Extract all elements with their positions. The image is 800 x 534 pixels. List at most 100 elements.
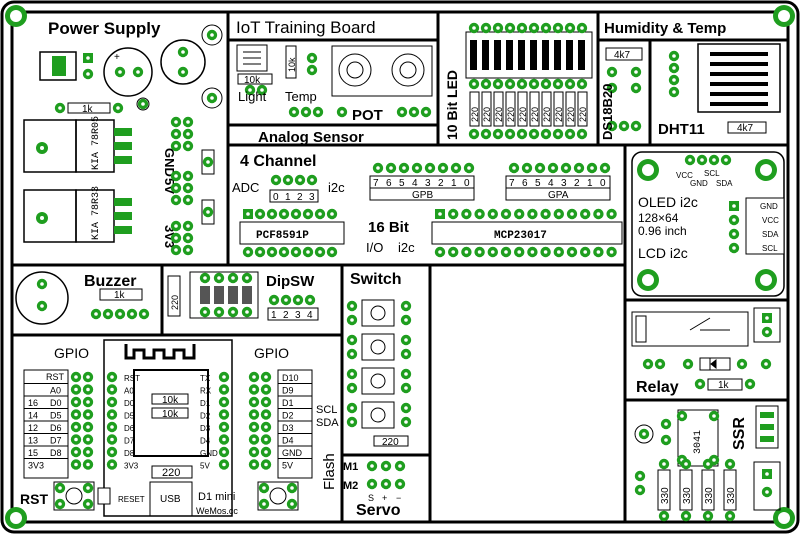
oled-line2: 128×64 (638, 211, 679, 225)
pad (248, 434, 260, 445)
pad (398, 162, 410, 174)
analog-sensor-label: Analog Sensor (258, 129, 364, 146)
led-segment (578, 40, 585, 70)
pad (400, 368, 412, 380)
oled-line4: LCD i2c (638, 245, 688, 261)
pad (658, 510, 670, 522)
gpb-bit: 2 (438, 178, 444, 189)
pad (70, 371, 82, 383)
pad (463, 162, 475, 174)
pad (564, 128, 576, 140)
pad (540, 208, 551, 220)
led-segment (530, 40, 537, 70)
pad (346, 402, 358, 414)
pad (540, 78, 552, 90)
gpio-right-pin: D9 (282, 386, 294, 396)
gpio-left-pin: D7 (50, 436, 62, 446)
adc-ch2: 2 (297, 192, 303, 203)
pad (248, 459, 260, 470)
pad (658, 458, 670, 470)
pad (411, 162, 423, 174)
bar-led-resistor-label: 220 (518, 107, 528, 122)
gpio-left-number: 13 (28, 436, 38, 446)
pad (248, 409, 260, 420)
pad (576, 78, 588, 90)
pad (82, 409, 94, 420)
pad (435, 209, 445, 219)
pad (314, 208, 326, 220)
pad (248, 396, 260, 408)
pad (527, 208, 538, 220)
pad (492, 128, 504, 140)
pad (468, 128, 480, 140)
switch-title: Switch (350, 271, 402, 288)
pad (242, 246, 254, 258)
bar-led-resistor-label: 220 (554, 107, 564, 122)
pad (260, 371, 272, 383)
servo-m2-label: M2 (343, 480, 358, 492)
pad (346, 300, 358, 312)
led-segment (554, 40, 561, 70)
pad (70, 434, 82, 445)
bar-led-resistor-label: 220 (566, 107, 576, 122)
wemos-brand-label: WeMos.cc (196, 506, 238, 516)
pad (508, 162, 520, 174)
power-resistor-label: 1k (82, 104, 94, 115)
pad (480, 78, 492, 90)
pad (468, 78, 480, 90)
pad (500, 208, 512, 220)
gpio-right-pin: D4 (282, 436, 294, 446)
pad (547, 162, 559, 174)
pad (400, 314, 412, 326)
pad (248, 371, 260, 383)
pad (260, 384, 272, 395)
dht11-resistor-label: 4k7 (737, 123, 754, 134)
pad (70, 409, 82, 420)
wemos-left-pin: 3V3 (124, 462, 139, 471)
pad (385, 162, 397, 174)
pad (474, 246, 485, 258)
pad (218, 409, 230, 420)
pad (576, 128, 588, 140)
gpio-left-number: 15 (28, 448, 38, 458)
push-switch (361, 401, 395, 429)
gpb-bit: 6 (386, 178, 392, 189)
oled-pin-scl: SCL (704, 169, 720, 178)
pad (552, 78, 564, 90)
gpio-left-header: RST (46, 372, 65, 382)
gpa-bit: 4 (548, 178, 554, 189)
push-switch (361, 299, 395, 327)
pad (580, 208, 591, 220)
oled-side-scl: SCL (762, 244, 778, 253)
pad (326, 208, 338, 220)
pad (528, 128, 540, 140)
gpio-left-title: GPIO (54, 345, 89, 361)
gpa-bit: 0 (600, 178, 606, 189)
dip-num-3: 3 (295, 310, 301, 321)
scl-label: SCL (316, 404, 337, 416)
pad (492, 78, 504, 90)
wemos-model-label: D1 mini (198, 491, 235, 503)
ssr-resistor-label: 330 (660, 487, 671, 504)
adc-label: ADC (232, 180, 259, 195)
pad (260, 421, 272, 433)
pad (480, 128, 492, 140)
gnd-rail-label: GND (162, 148, 177, 177)
pad (106, 446, 118, 458)
pad (514, 208, 525, 220)
dipsw-title: DipSW (266, 273, 315, 290)
led-segment (470, 40, 477, 70)
pad (468, 22, 480, 34)
servo-title: Servo (356, 502, 401, 519)
pad (346, 368, 358, 380)
gpio-left-number: 3V3 (28, 461, 44, 471)
dip-resistor-label: 220 (170, 295, 180, 310)
wemos-resistor-3: 220 (162, 467, 180, 479)
gpio-right-pin: D1 (282, 398, 294, 408)
pad (448, 246, 459, 258)
temp-resistor-label: 10k (287, 57, 297, 72)
ssr-resistor (701, 469, 715, 511)
